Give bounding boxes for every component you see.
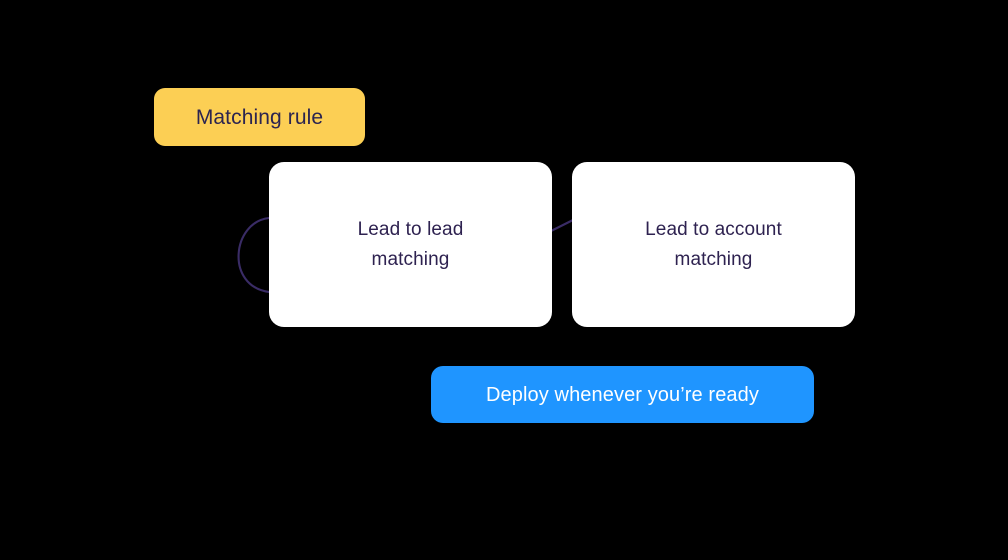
matching-rule-label: Matching rule [195, 105, 324, 129]
card-lead-to-lead[interactable]: Lead to lead matching [269, 162, 552, 327]
self-loop-connector [237, 216, 271, 294]
card-to-card-connector [549, 218, 575, 233]
card-lead-to-lead-label: Lead to lead matching [357, 218, 464, 270]
deploy-button[interactable]: Deploy whenever you’re ready [431, 366, 814, 423]
card-lead-to-account[interactable]: Lead to account matching [572, 162, 855, 327]
matching-rule-pill[interactable]: Matching rule [154, 88, 365, 146]
card-lead-to-account-label: Lead to account matching [645, 218, 782, 270]
